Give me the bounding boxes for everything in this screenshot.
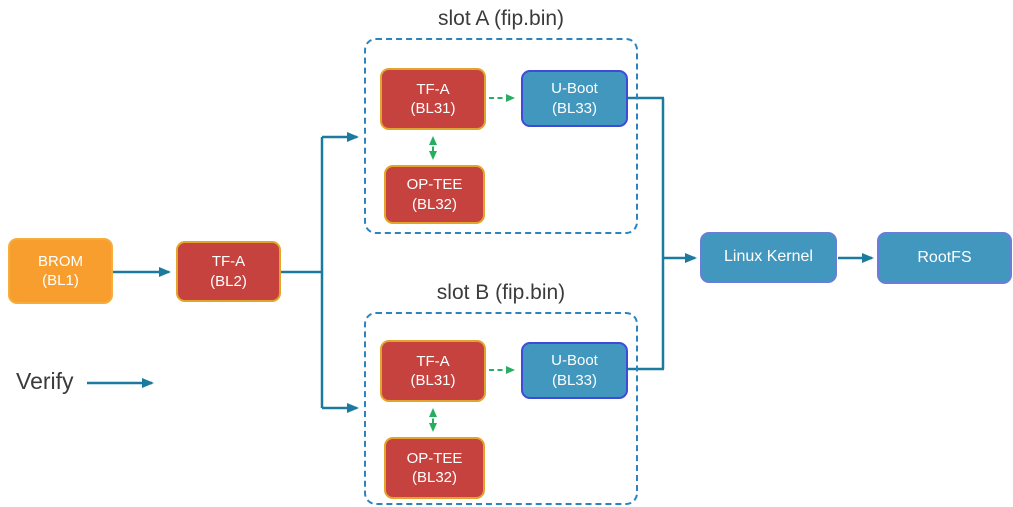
node-uboot-b-line1: U-Boot: [551, 352, 598, 370]
node-optee-bl32-slot-a: OP-TEE (BL32): [384, 165, 485, 224]
slot-a-title: slot A (fip.bin): [437, 7, 565, 30]
node-rootfs: RootFS: [877, 232, 1012, 284]
node-uboot-bl33-slot-b: U-Boot (BL33): [521, 342, 628, 399]
node-rootfs-label: RootFS: [917, 248, 972, 266]
node-tfa-bl2-line1: TF-A: [211, 253, 246, 271]
node-linux-kernel: Linux Kernel: [700, 232, 837, 283]
node-tfa-bl31-slot-a: TF-A (BL31): [380, 68, 486, 130]
node-tfa-bl31-b-line1: TF-A: [416, 352, 450, 370]
node-tfa-bl31-slot-b: TF-A (BL31): [380, 340, 486, 402]
node-uboot-b-line2: (BL33): [551, 371, 598, 389]
node-tfa-bl2-line2: (BL2): [210, 272, 247, 290]
node-brom-bl1-line2: (BL1): [42, 272, 79, 289]
slot-b-container: [364, 312, 638, 505]
node-tfa-bl31-b-line2: (BL31): [410, 372, 456, 389]
node-optee-a-line2: (BL32): [411, 195, 458, 213]
node-uboot-a-line2: (BL33): [551, 99, 598, 117]
node-uboot-bl33-slot-a: U-Boot (BL33): [521, 70, 628, 127]
node-tfa-bl2: TF-A (BL2): [176, 241, 281, 302]
node-optee-b-line1: OP-TEE: [406, 449, 463, 467]
verify-legend-label: Verify: [16, 368, 74, 394]
node-optee-a-line1: OP-TEE: [406, 176, 463, 194]
node-optee-b-line2: (BL32): [411, 469, 458, 486]
node-brom-bl1: BROM (BL1): [8, 238, 113, 304]
node-uboot-a-line1: U-Boot: [551, 80, 598, 98]
node-optee-bl32-slot-b: OP-TEE (BL32): [384, 437, 485, 499]
node-brom-bl1-line1: BROM: [38, 252, 83, 270]
node-tfa-bl31-a-line2: (BL31): [410, 100, 456, 117]
node-tfa-bl31-a-line1: TF-A: [416, 80, 450, 98]
slot-a-container: [364, 38, 638, 234]
slot-b-title: slot B (fip.bin): [436, 281, 566, 304]
node-linux-kernel-label: Linux Kernel: [724, 248, 813, 266]
